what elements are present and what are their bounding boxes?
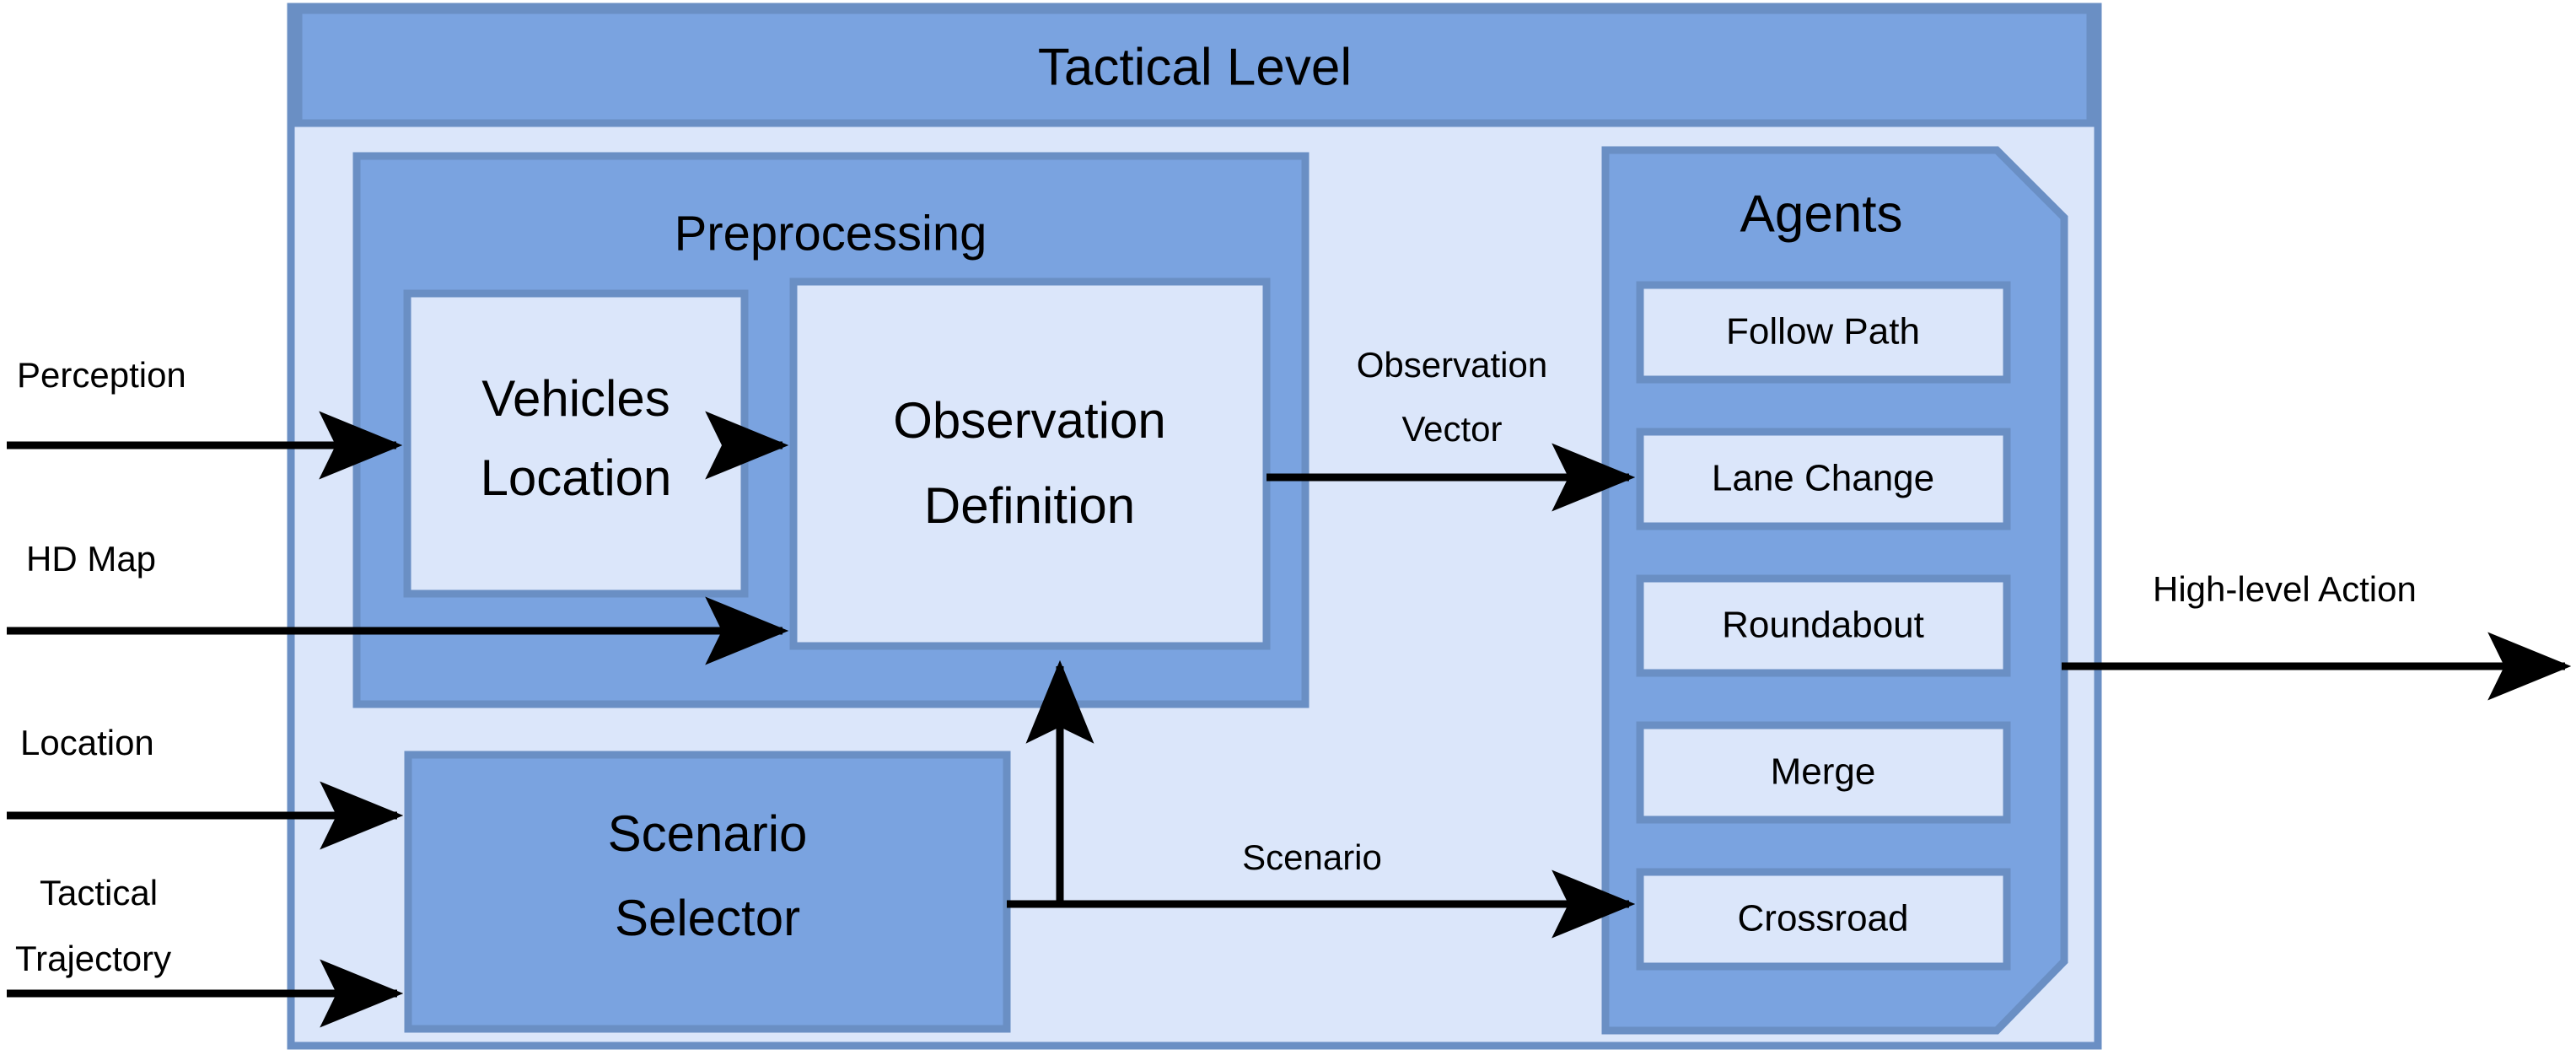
node-vehicles-location[interactable]: Vehicles Location <box>403 289 749 598</box>
observation-definition-label-line1: Observation <box>893 392 1166 449</box>
preprocessing-group: Preprocessing Vehicles Location Observat… <box>352 152 1310 708</box>
output-label-high-level-action: High-level Action <box>2153 569 2417 609</box>
follow-path-label: Follow Path <box>1726 311 1920 353</box>
edge-label-group: Observation Vector Scenario <box>1242 345 1547 877</box>
input-label-location: Location <box>20 723 154 762</box>
edges <box>7 411 2572 1028</box>
roundabout-label: Roundabout <box>1722 605 1924 646</box>
scenario-selector-label-line2: Selector <box>615 890 800 946</box>
scenario-label: Scenario <box>1242 837 1382 877</box>
merge-label: Merge <box>1771 751 1876 793</box>
agent-item-roundabout[interactable]: Roundabout <box>1636 574 2011 677</box>
lane-change-label: Lane Change <box>1712 458 1934 499</box>
input-label-hd-map: HD Map <box>26 539 156 579</box>
agents-group: Agents Follow Path Lane Change Roundabou… <box>1601 146 2068 1035</box>
observation-definition-box[interactable] <box>789 277 1271 650</box>
vehicles-location-label-line2: Location <box>481 449 672 506</box>
crossroad-label: Crossroad <box>1738 898 1909 939</box>
observation-definition-label-line2: Definition <box>924 477 1135 534</box>
container-title: Tactical Level <box>1038 38 1352 96</box>
crossroad-box[interactable] <box>1636 868 2011 971</box>
vehicles-location-label-line1: Vehicles <box>481 370 670 427</box>
input-label-tactical-trajectory-line2: Trajectory <box>15 939 171 978</box>
node-observation-definition[interactable]: Observation Definition <box>789 277 1271 650</box>
preprocessing-title: Preprocessing <box>675 206 987 261</box>
input-label-perception: Perception <box>17 355 186 395</box>
node-scenario-selector[interactable]: Scenario Selector <box>404 751 1011 1033</box>
agent-item-crossroad[interactable]: Crossroad <box>1636 868 2011 971</box>
lane-change-box[interactable] <box>1636 428 2011 530</box>
agent-item-merge[interactable]: Merge <box>1636 721 2011 824</box>
merge-box[interactable] <box>1636 721 2011 824</box>
io-label-group: Perception HD Map Location Tactical Traj… <box>15 355 2417 978</box>
follow-path-box[interactable] <box>1636 281 2011 384</box>
container-header <box>294 6 2095 127</box>
observation-vector-label-line1: Observation <box>1357 345 1547 385</box>
agent-item-follow-path[interactable]: Follow Path <box>1636 281 2011 384</box>
vehicles-location-box[interactable] <box>403 289 749 598</box>
roundabout-box[interactable] <box>1636 574 2011 677</box>
agent-item-lane-change[interactable]: Lane Change <box>1636 428 2011 530</box>
scenario-selector-label-line1: Scenario <box>608 805 808 862</box>
observation-vector-label-line2: Vector <box>1401 409 1502 449</box>
agents-title: Agents <box>1740 185 1902 243</box>
scenario-selector-box[interactable] <box>404 751 1011 1033</box>
input-label-tactical-trajectory-line1: Tactical <box>40 873 158 912</box>
